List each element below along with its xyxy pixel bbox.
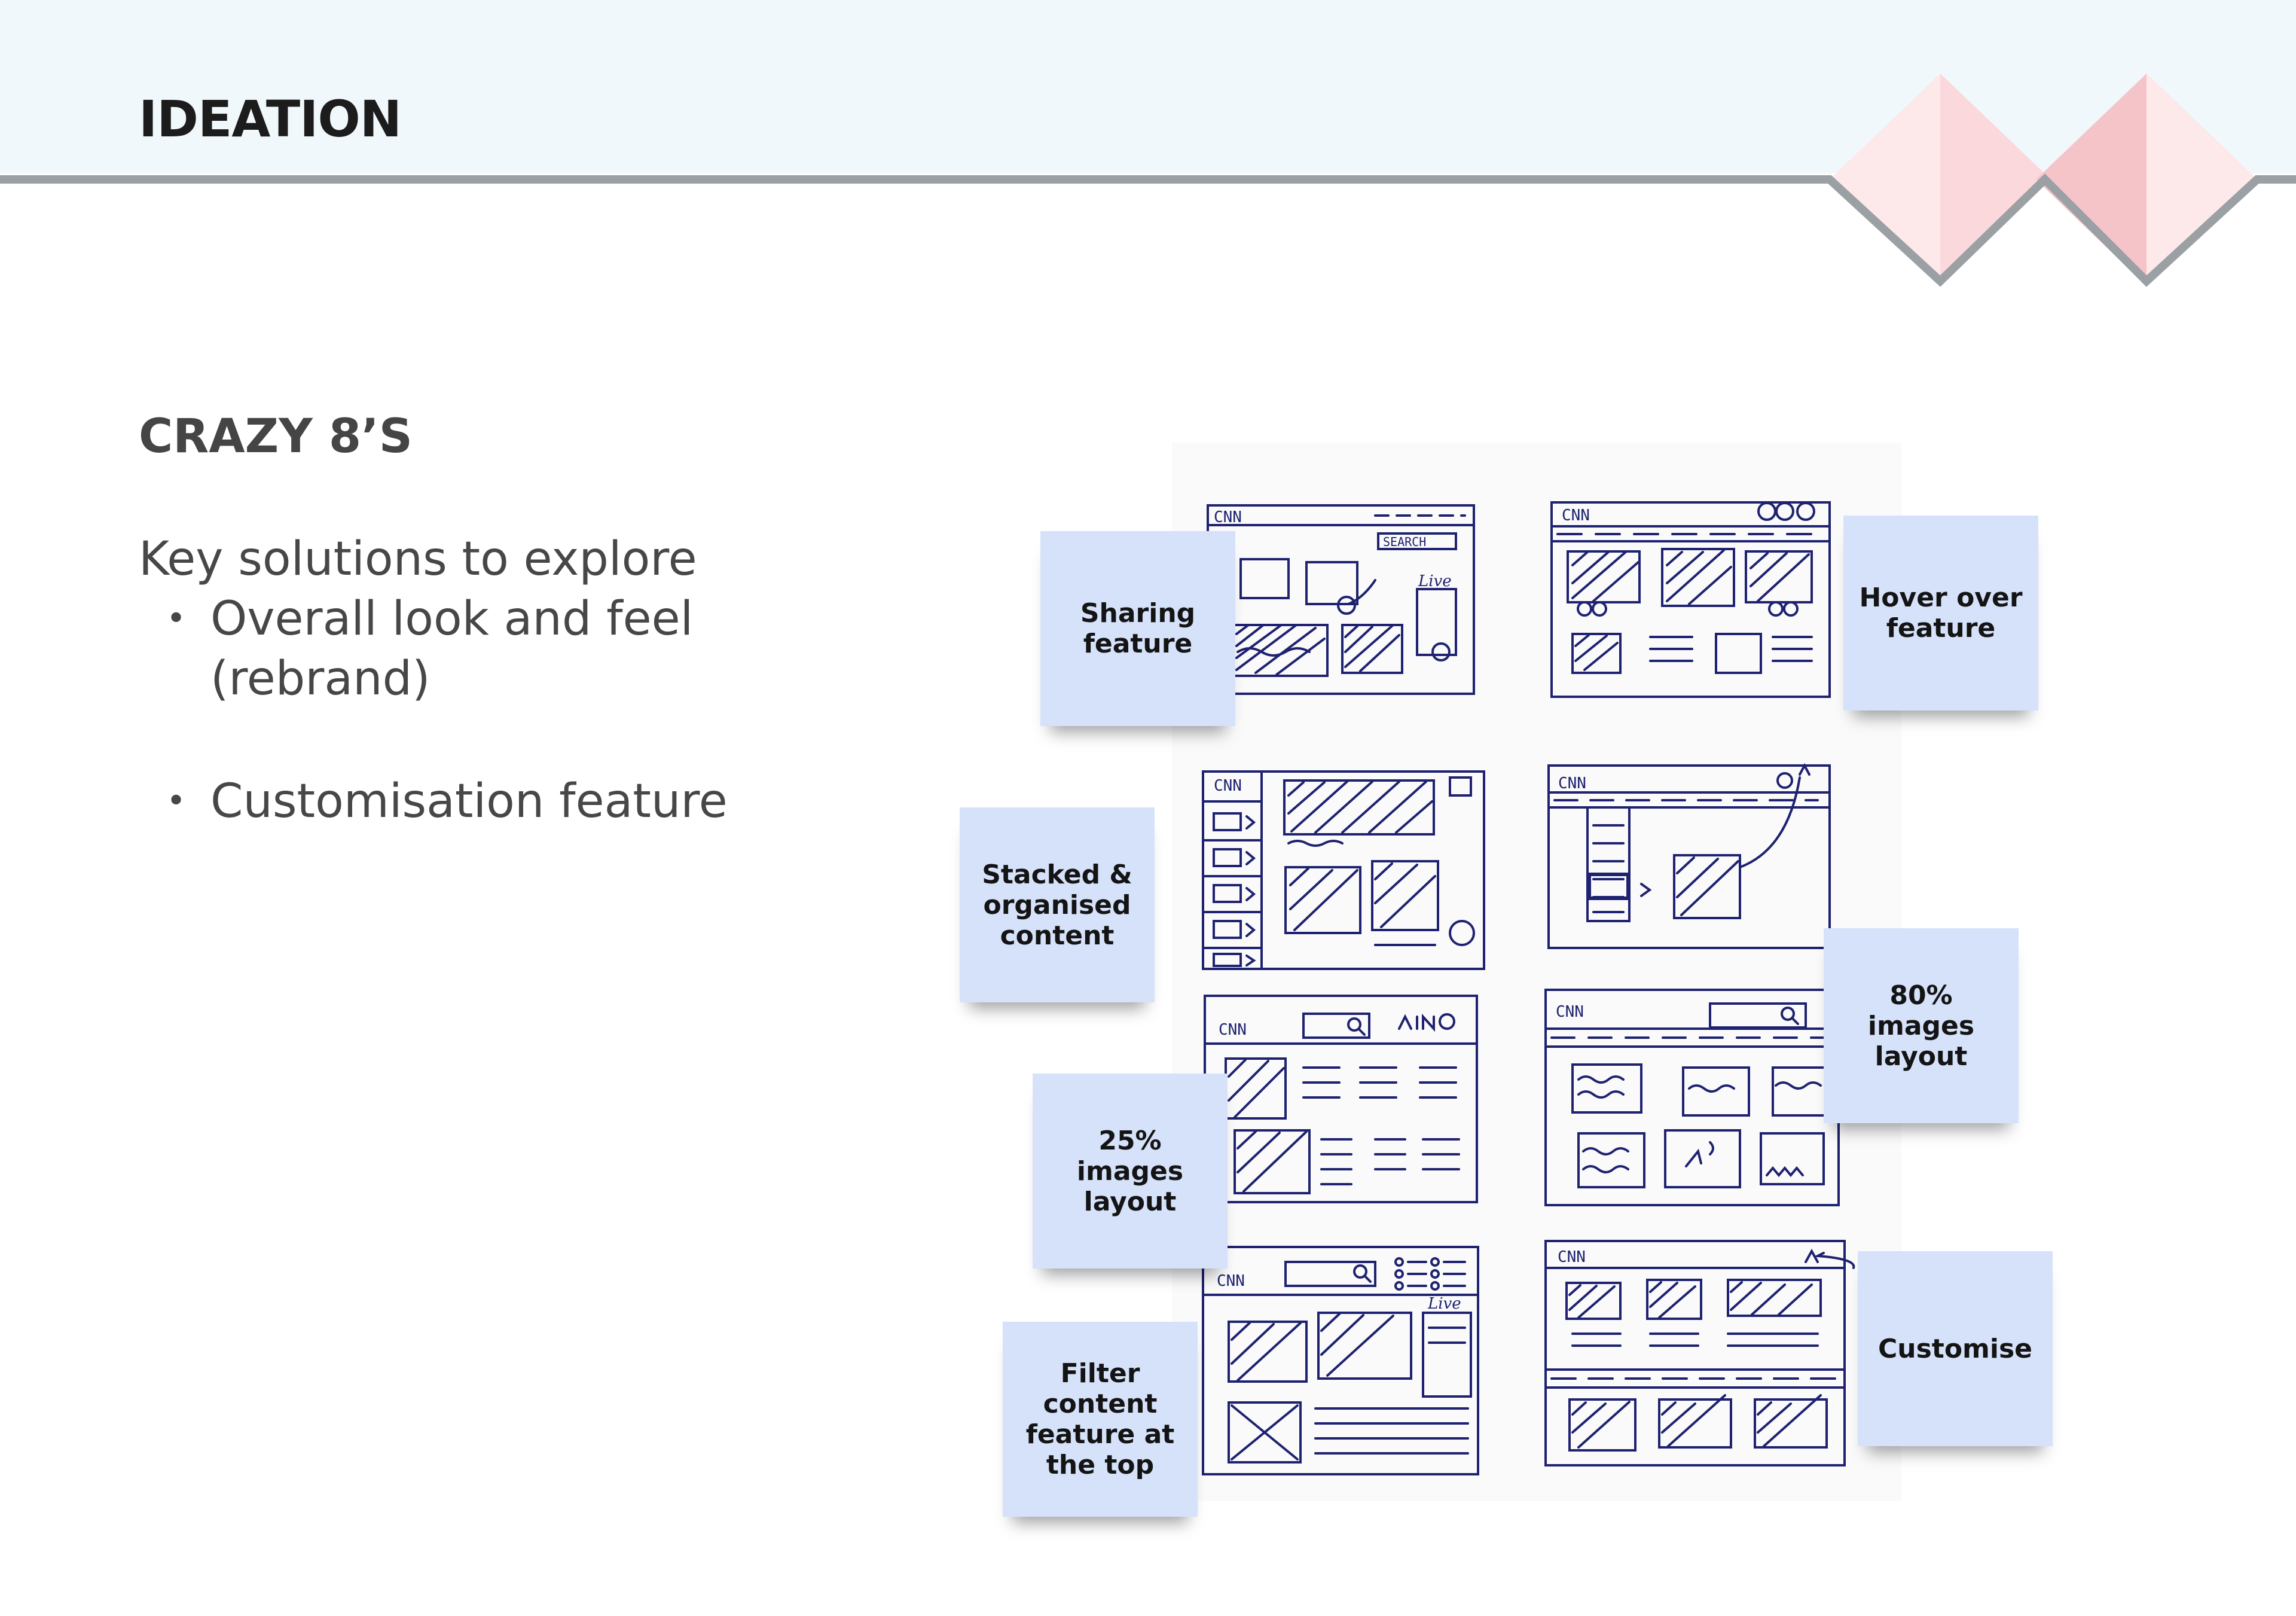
sticky-note-label: 25% images layout bbox=[1076, 1125, 1184, 1217]
sticky-note-sharing-feature: Sharing feature bbox=[1040, 531, 1235, 726]
sticky-note-label: Hover over feature bbox=[1859, 583, 2023, 644]
sketch-search-label: SEARCH bbox=[1383, 535, 1426, 549]
sticky-note-customise: Customise bbox=[1858, 1251, 2053, 1446]
sketch-frame-filter: CNN Live bbox=[1202, 1246, 1479, 1475]
intro-text: Key solutions to explore bbox=[139, 532, 697, 586]
sketch-frame-stacked: CNN bbox=[1202, 770, 1485, 970]
sticky-note-label: 80% images layout bbox=[1867, 980, 1975, 1072]
section-title: CRAZY 8’S bbox=[139, 410, 413, 464]
sketch-logo: CNN bbox=[1556, 1003, 1584, 1021]
sketch-logo: CNN bbox=[1562, 507, 1590, 525]
deco-diamond-right-shade bbox=[2147, 74, 2257, 286]
sticky-note-label: Sharing feature bbox=[1080, 598, 1196, 659]
sticky-note-hover-feature: Hover over feature bbox=[1843, 516, 2038, 711]
header-decoration bbox=[0, 74, 2296, 287]
header-rule bbox=[0, 173, 2296, 287]
bullet-list: Overall look and feel (rebrand) Customis… bbox=[139, 589, 916, 831]
bullet-item: Overall look and feel (rebrand) bbox=[139, 589, 916, 709]
bullet-line: Customisation feature bbox=[210, 775, 728, 828]
sketch-logo: CNN bbox=[1558, 1248, 1586, 1266]
sticky-note-25-images: 25% images layout bbox=[1033, 1074, 1228, 1269]
sticky-note-stacked-content: Stacked & organised content bbox=[960, 807, 1155, 1002]
sticky-note-label: Customise bbox=[1877, 1333, 2033, 1364]
sketch-paper bbox=[1172, 443, 1901, 1501]
sticky-note-label: Filter content feature at the top bbox=[1025, 1358, 1175, 1480]
sketch-logo: CNN bbox=[1219, 1021, 1247, 1039]
sketch-frame-customise: CNN bbox=[1544, 1240, 1855, 1466]
sketch-logo: CNN bbox=[1214, 777, 1242, 795]
bullet-item: Customisation feature bbox=[139, 772, 916, 831]
sticky-note-filter-content: Filter content feature at the top bbox=[1003, 1322, 1198, 1517]
sticky-note-label: Stacked & organised content bbox=[982, 859, 1132, 951]
sticky-note-80-images: 80% images layout bbox=[1824, 928, 2019, 1123]
sketch-frame-navigation: CNN bbox=[1547, 763, 1831, 949]
sketch-live-label: Live bbox=[1418, 572, 1452, 590]
sketch-logo: CNN bbox=[1558, 775, 1586, 792]
sketch-logo: CNN bbox=[1217, 1272, 1245, 1290]
page-title: IDEATION bbox=[139, 90, 402, 148]
sketch-frame-hover: CNN bbox=[1550, 501, 1831, 698]
bullet-line: (rebrand) bbox=[210, 652, 430, 706]
bullet-line: Overall look and feel bbox=[210, 592, 694, 646]
deco-diamond-left-shade bbox=[1940, 74, 2051, 286]
sketch-live-label: Live bbox=[1427, 1295, 1461, 1313]
sketch-logo: CNN bbox=[1214, 508, 1242, 526]
